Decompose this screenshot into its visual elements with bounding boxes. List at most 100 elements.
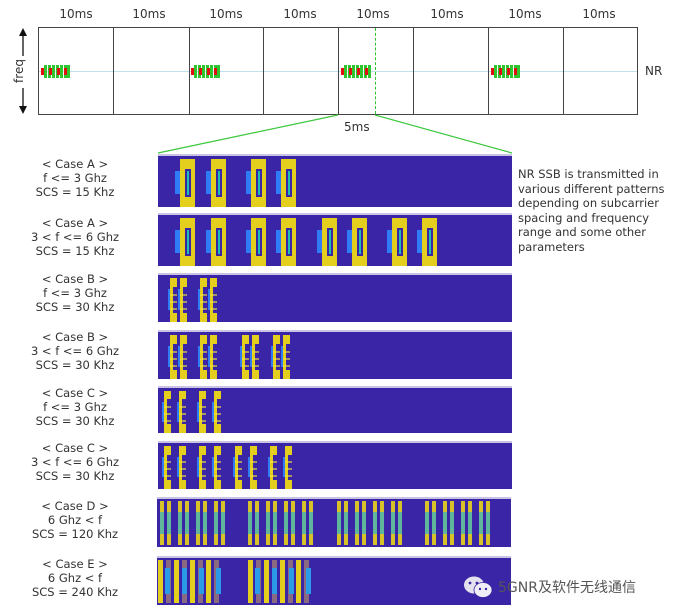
frame-label: 10ms [59, 7, 93, 21]
ssb-block [212, 443, 231, 489]
case-c-low-panel [158, 386, 512, 433]
ssb-bar [160, 501, 164, 545]
ssb-block [281, 332, 300, 379]
ssb-bar [443, 501, 447, 545]
ssb-bar [373, 501, 377, 545]
ssb-bar [296, 560, 301, 603]
case-a-low-panel [158, 154, 512, 207]
ssb-bar [468, 501, 472, 545]
ssb-block [206, 156, 233, 207]
ssb-bar [266, 501, 270, 545]
ssb-bar [203, 501, 207, 545]
ssb-bar [479, 501, 483, 545]
ssb-burst [41, 65, 70, 78]
ssb-bar [425, 501, 429, 545]
ssb-bar [196, 501, 200, 545]
ssb-burst [491, 65, 520, 78]
ssb-bar [284, 501, 288, 545]
ssb-bar [206, 560, 211, 603]
ssb-bar [362, 501, 366, 545]
frame-label: 10ms [209, 7, 243, 21]
ssb-bar [190, 560, 195, 603]
ssb-block [178, 332, 197, 379]
ssb-block [162, 388, 181, 433]
nr-label: NR [645, 64, 663, 78]
radio-frame-timeline [38, 27, 638, 115]
five-ms-label: 5ms [344, 120, 370, 134]
case-a-high-panel [158, 213, 512, 266]
ssb-bar [337, 501, 341, 545]
ssb-burst [341, 65, 371, 78]
ssb-block [197, 443, 216, 489]
ssb-bar [185, 501, 189, 545]
ssb-bar [255, 501, 259, 545]
ssb-block [212, 388, 231, 433]
ssb-bar [355, 501, 359, 545]
frame-label: 10ms [582, 7, 616, 21]
case-b-high-panel [158, 330, 512, 379]
ssb-block [233, 443, 252, 489]
ssb-block [317, 215, 344, 266]
ssb-block [248, 443, 267, 489]
ssb-block [417, 215, 444, 266]
ssb-block [198, 275, 217, 322]
case-c-high-panel [158, 441, 512, 489]
ssb-burst [191, 65, 220, 78]
ssb-block [162, 443, 181, 489]
ssb-bar [158, 560, 163, 603]
half-frame-marker [375, 28, 376, 114]
ssb-bar [167, 501, 171, 545]
ssb-bar [380, 501, 384, 545]
ssb-block [240, 332, 259, 379]
ssb-bar [221, 501, 225, 545]
freq-axis: freq [12, 26, 31, 116]
ssb-block [206, 215, 233, 266]
case-d-panel [157, 497, 511, 547]
frame-label: 10ms [356, 7, 390, 21]
ssb-block [208, 332, 227, 379]
ssb-bar [214, 501, 218, 545]
zoom-lines [157, 114, 513, 154]
ssb-bar [486, 501, 490, 545]
ssb-pattern-note: NR SSB is transmitted in various differe… [518, 167, 665, 254]
ssb-block [268, 443, 287, 489]
ssb-block [168, 332, 187, 379]
frame-label: 10ms [430, 7, 464, 21]
ssb-bar [280, 560, 285, 603]
ssb-block [347, 215, 374, 266]
ssb-bar [432, 501, 436, 545]
ssb-block [177, 443, 196, 489]
ssb-block [175, 215, 202, 266]
ssb-block [276, 156, 303, 207]
ssb-block [177, 388, 196, 433]
double-arrow-icon [19, 28, 27, 114]
ssb-block [246, 215, 273, 266]
ssb-bar [450, 501, 454, 545]
ssb-block [276, 215, 303, 266]
ssb-bar [248, 560, 253, 603]
ssb-block [271, 332, 290, 379]
wechat-icon [464, 576, 493, 598]
ssb-bar [461, 501, 465, 545]
frame-label: 10ms [508, 7, 542, 21]
ssb-block [168, 275, 187, 322]
case-b-low-panel [158, 273, 512, 322]
ssb-block [246, 156, 273, 207]
ssb-bar [391, 501, 395, 545]
case-e-panel [157, 556, 511, 605]
ssb-block [250, 332, 269, 379]
watermark: 5GNR及软件无线通信 [462, 574, 636, 600]
ssb-block [198, 332, 217, 379]
ssb-block [197, 388, 216, 433]
ssb-block [283, 443, 302, 489]
ssb-bar [248, 501, 252, 545]
ssb-block [208, 275, 227, 322]
ssb-bar [273, 501, 277, 545]
